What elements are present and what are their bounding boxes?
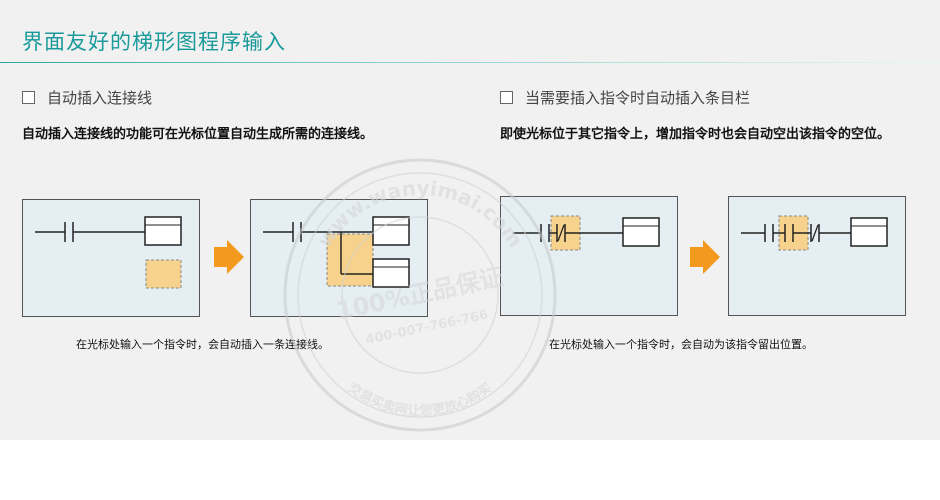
ladder-diagram-after-insert — [728, 196, 906, 316]
ladder-diagram-svg — [513, 215, 660, 251]
section-description: 即使光标位于其它指令上，增加指令时也会自动空出该指令的空位。 — [500, 127, 891, 142]
page-title: 界面友好的梯形图程序输入 — [22, 30, 286, 54]
watermark-slogan: 交易买卖网让您更放心购买 — [345, 380, 494, 419]
section-auto-insert: 当需要插入指令时自动插入条目栏 即使光标位于其它指令上，增加指令时也会自动空出该… — [500, 87, 940, 148]
section-heading-text: 自动插入连接线 — [47, 89, 153, 107]
arrow-right-icon — [214, 240, 244, 278]
ladder-diagram-before-connect — [22, 199, 200, 317]
checkbox-icon — [22, 91, 35, 104]
caption-auto-connect: 在光标处输入一个指令时，会自动插入一条连接线。 — [76, 338, 329, 351]
caption-auto-insert: 在光标处输入一个指令时，会自动为该指令留出位置。 — [549, 338, 813, 351]
section-heading: 自动插入连接线 — [22, 87, 472, 108]
section-heading: 当需要插入指令时自动插入条目栏 — [500, 87, 940, 108]
ladder-diagram-before-insert — [500, 196, 678, 316]
content-panel: 界面友好的梯形图程序输入 自动插入连接线 自动插入连接线的功能可在光标位置自动生… — [0, 0, 940, 440]
section-description: 自动插入连接线的功能可在光标位置自动生成所需的连接线。 — [22, 127, 374, 142]
ladder-diagram-svg — [263, 216, 410, 288]
checkbox-icon — [500, 91, 513, 104]
ladder-diagram-svg — [35, 216, 182, 289]
ladder-diagram-after-connect — [250, 199, 428, 317]
arrow-right-icon — [690, 240, 720, 278]
title-divider — [0, 62, 940, 63]
section-auto-connect: 自动插入连接线 自动插入连接线的功能可在光标位置自动生成所需的连接线。 — [22, 87, 472, 148]
ladder-diagram-svg — [741, 215, 888, 251]
section-heading-text: 当需要插入指令时自动插入条目栏 — [525, 89, 751, 107]
